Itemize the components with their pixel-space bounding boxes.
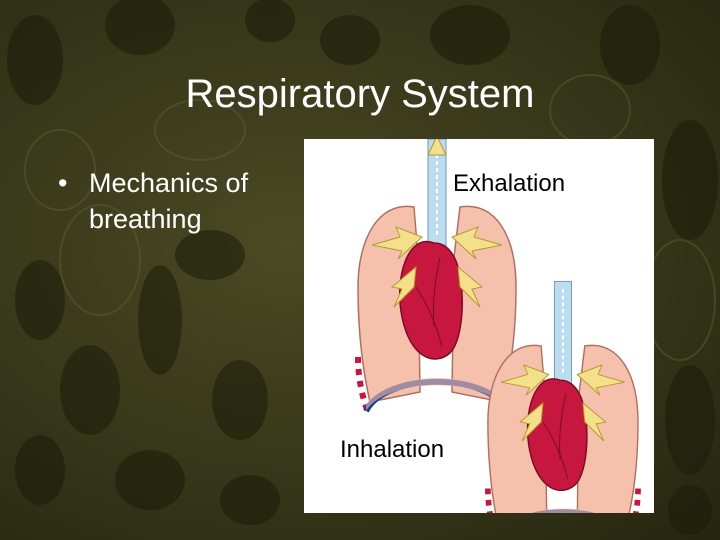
slide-title: Respiratory System <box>185 72 535 116</box>
exhalation-lungs-illustration <box>358 139 516 412</box>
bullet-text: Mechanics of breathing <box>89 168 249 234</box>
inhalation-label: Inhalation <box>340 436 445 463</box>
bullet-marker: • <box>58 168 68 198</box>
bullet-item: • Mechanics of breathing <box>58 165 298 237</box>
exhalation-label: Exhalation <box>453 170 566 197</box>
breathing-figure: Exhalation Inhalation <box>304 139 654 513</box>
